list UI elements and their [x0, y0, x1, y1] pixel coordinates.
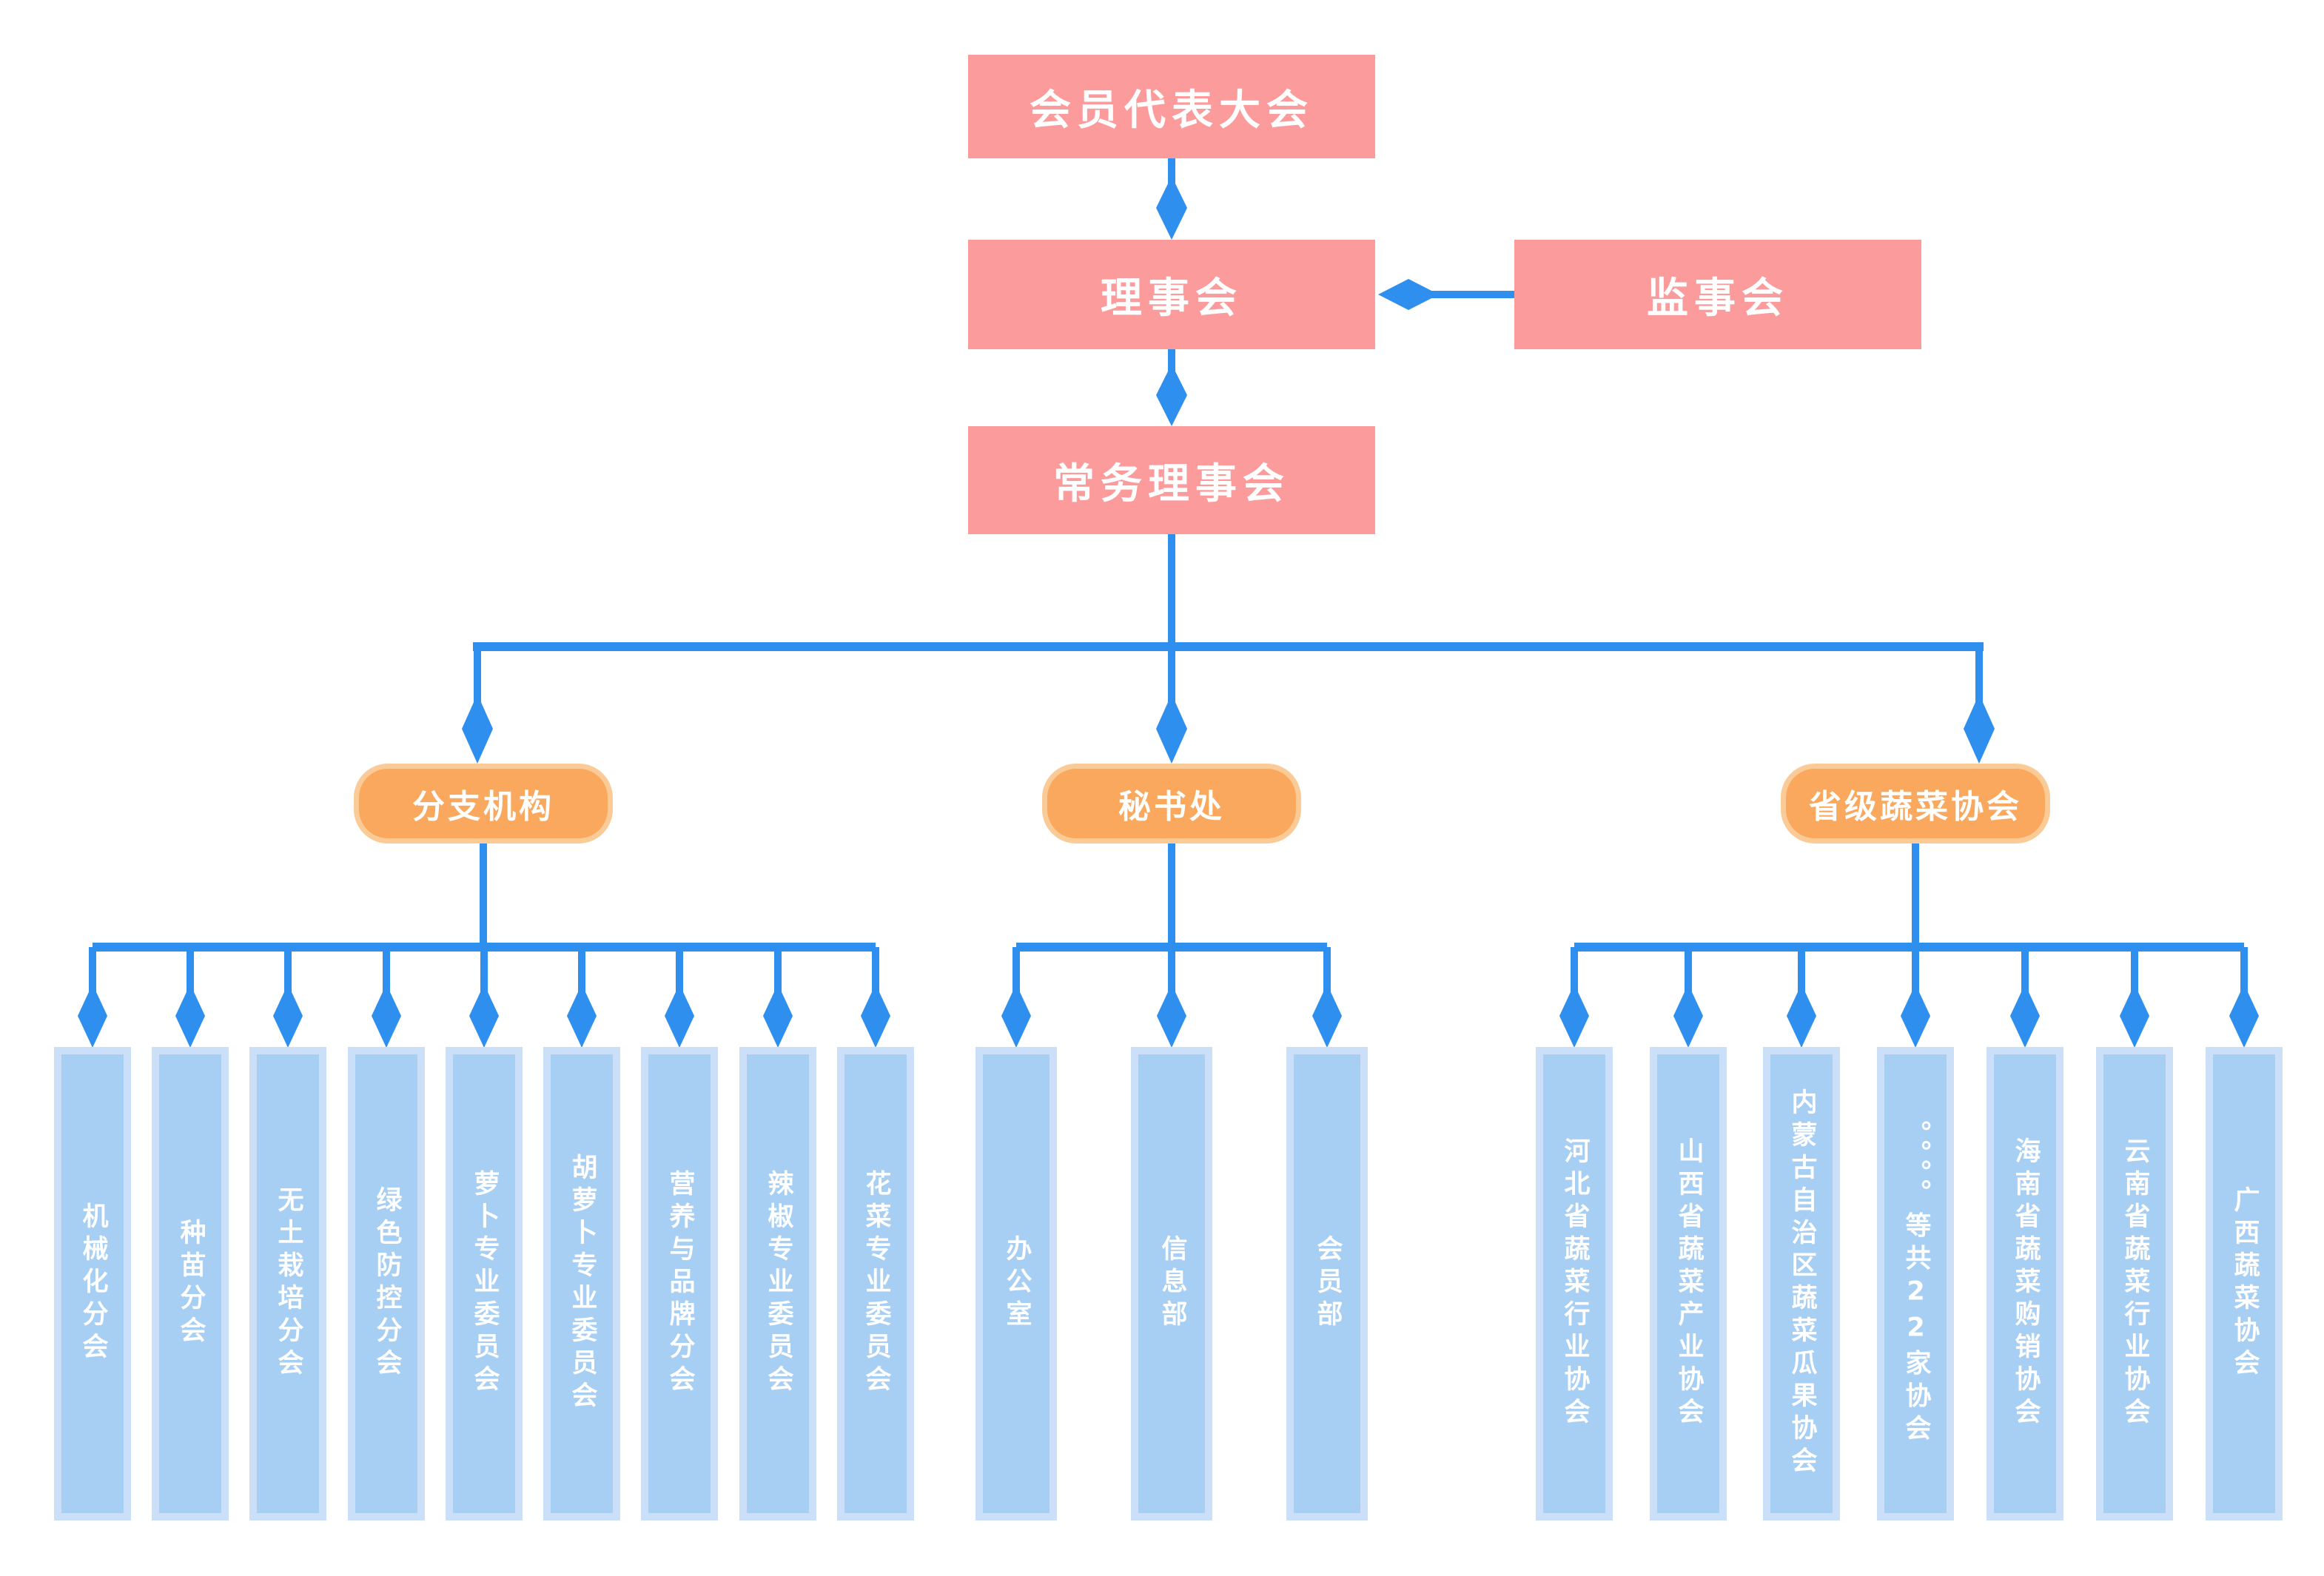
node-council: 理事会: [968, 240, 1375, 349]
branch-pill-provincial-associations: 省级蔬菜协会: [1781, 764, 2050, 843]
arrowhead-diamond: [2120, 984, 2149, 1048]
branch-pill-label: 分支机构: [412, 788, 554, 826]
arrowhead-diamond: [273, 984, 303, 1048]
org-unit-box: 海南省蔬菜购销协会: [1987, 1047, 2063, 1521]
org-unit-box: 河北省蔬菜行业协会: [1536, 1047, 1613, 1521]
arrowhead-diamond: [1001, 984, 1031, 1048]
arrowhead-diamond: [1156, 364, 1187, 426]
org-unit-box: 辣椒专业委员会: [739, 1047, 816, 1521]
org-unit-label: 海南省蔬菜购销协会: [2010, 1137, 2041, 1430]
org-unit-label: 河北省蔬菜行业协会: [1559, 1137, 1590, 1430]
arrowhead-diamond: [1378, 279, 1439, 310]
node-member-assembly-label: 会员代表大会: [1030, 85, 1314, 135]
org-unit-label: 营养与品牌分会: [665, 1170, 695, 1398]
node-standing-council: 常务理事会: [968, 426, 1375, 534]
arrowhead-diamond: [1312, 984, 1342, 1048]
arrowhead-diamond: [175, 984, 205, 1048]
arrowhead-diamond: [1156, 176, 1187, 240]
org-unit-label: 种苗分会: [175, 1219, 206, 1349]
arrowhead-diamond: [469, 984, 499, 1048]
org-unit-box: 内蒙古自治区蔬菜瓜果协会: [1763, 1047, 1840, 1521]
node-council-label: 理事会: [1101, 273, 1243, 323]
org-unit-label: 山西省蔬菜产业协会: [1673, 1137, 1704, 1430]
branch-pill-label: 秘书处: [1118, 788, 1225, 826]
org-unit-box: 信息部: [1131, 1047, 1212, 1521]
arrowhead-diamond: [1156, 694, 1187, 764]
org-unit-box: 。。。。等共22家协会: [1877, 1047, 1954, 1521]
org-unit-label: 内蒙古自治区蔬菜瓜果协会: [1787, 1088, 1817, 1479]
org-unit-box: 营养与品牌分会: [641, 1047, 718, 1521]
org-unit-label: 办公室: [1001, 1235, 1032, 1333]
org-unit-box: 广西蔬菜协会: [2206, 1047, 2283, 1521]
org-unit-label: 会员部: [1312, 1235, 1343, 1333]
org-unit-label: 。。。。等共22家协会: [1901, 1120, 1931, 1447]
branch-pill-branch-organizations: 分支机构: [354, 764, 613, 843]
node-member-assembly: 会员代表大会: [968, 55, 1375, 158]
arrowhead-diamond: [1673, 984, 1703, 1048]
arrowhead-diamond: [78, 984, 107, 1048]
arrowhead-diamond: [665, 984, 694, 1048]
org-unit-box: 山西省蔬菜产业协会: [1650, 1047, 1727, 1521]
node-supervisory-board: 监事会: [1514, 240, 1921, 349]
arrowhead-diamond: [763, 984, 793, 1048]
arrowhead-diamond: [1157, 984, 1186, 1048]
org-unit-box: 花菜专业委员会: [837, 1047, 914, 1521]
arrowhead-diamond: [567, 984, 597, 1048]
org-unit-box: 种苗分会: [152, 1047, 229, 1521]
org-unit-box: 无土栽培分会: [249, 1047, 326, 1521]
org-unit-label: 胡萝卜专业委员会: [567, 1154, 597, 1414]
org-unit-label: 无土栽培分会: [273, 1186, 303, 1381]
org-unit-label: 机械化分会: [78, 1202, 108, 1365]
org-unit-label: 广西蔬菜协会: [2229, 1186, 2260, 1381]
org-unit-label: 萝卜专业委员会: [469, 1170, 500, 1398]
org-unit-box: 萝卜专业委员会: [446, 1047, 523, 1521]
org-unit-label: 绿色防控分会: [372, 1186, 402, 1381]
branch-pill-label: 省级蔬菜协会: [1809, 788, 2022, 826]
org-unit-box: 办公室: [975, 1047, 1057, 1521]
node-standing-council-label: 常务理事会: [1053, 459, 1290, 508]
org-unit-box: 云南省蔬菜行业协会: [2096, 1047, 2173, 1521]
org-unit-label: 花菜专业委员会: [861, 1170, 891, 1398]
branch-pill-secretariat: 秘书处: [1042, 764, 1301, 843]
arrowhead-diamond: [1559, 984, 1589, 1048]
arrowhead-diamond: [2010, 984, 2040, 1048]
org-unit-box: 会员部: [1286, 1047, 1368, 1521]
org-unit-label: 辣椒专业委员会: [763, 1170, 793, 1398]
arrowhead-diamond: [1787, 984, 1816, 1048]
org-unit-box: 胡萝卜专业委员会: [543, 1047, 620, 1521]
org-unit-label: 云南省蔬菜行业协会: [2120, 1137, 2150, 1430]
org-unit-box: 绿色防控分会: [348, 1047, 425, 1521]
arrowhead-diamond: [1901, 984, 1930, 1048]
org-unit-box: 机械化分会: [54, 1047, 131, 1521]
arrowhead-diamond: [1964, 694, 1995, 764]
arrowhead-diamond: [462, 694, 493, 764]
arrowhead-diamond: [2229, 984, 2259, 1048]
arrowhead-diamond: [861, 984, 890, 1048]
org-unit-label: 信息部: [1157, 1235, 1187, 1333]
node-supervisory-board-label: 监事会: [1647, 273, 1789, 323]
arrowhead-diamond: [372, 984, 401, 1048]
